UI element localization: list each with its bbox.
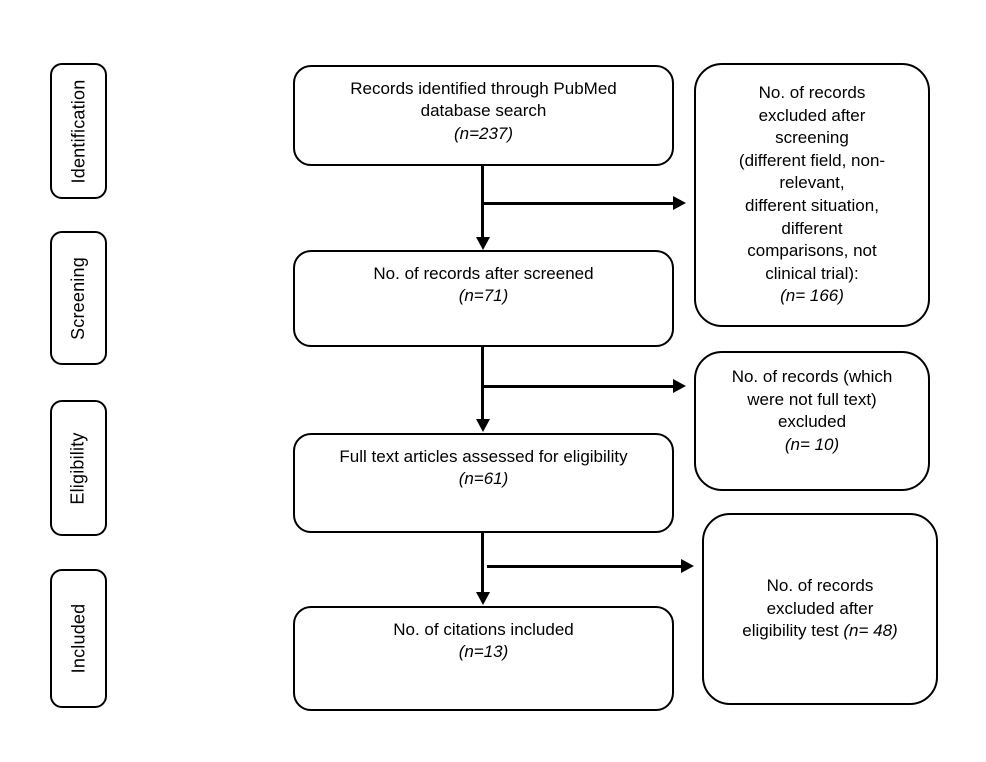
connector-to-not-fulltext-exclusions-line xyxy=(483,385,675,388)
connector-identified-to-screened-line xyxy=(481,166,484,238)
exclusion-box-screening-count: (n= 166) xyxy=(780,286,844,306)
connector-to-eligibility-exclusions-arrowhead-icon xyxy=(681,559,694,573)
exclusion-box-screening: No. of records excluded after screening … xyxy=(694,63,930,327)
stage-box-eligibility: Eligibility xyxy=(50,400,107,536)
connector-to-screening-exclusions-arrowhead-icon xyxy=(673,196,686,210)
stage-label-screening: Screening xyxy=(68,256,89,340)
exclusion-box-eligibility-test-label: No. of records excluded after eligibilit… xyxy=(742,575,897,643)
flow-box-records-screened: No. of records after screened (n=71) xyxy=(293,250,674,347)
flow-box-citations-included-label: No. of citations included xyxy=(393,620,574,639)
connector-screened-to-fulltext-line xyxy=(481,347,484,420)
exclusion-box-eligibility-test-count: (n= 48) xyxy=(843,621,898,641)
flow-box-records-identified-count: (n=237) xyxy=(453,123,514,143)
connector-to-screening-exclusions-line xyxy=(483,202,675,205)
stage-label-identification: Identification xyxy=(68,79,88,183)
stage-box-identification: Identification xyxy=(50,63,107,199)
flow-box-records-screened-label: No. of records after screened xyxy=(373,264,594,283)
exclusion-box-not-fulltext-count: (n= 10) xyxy=(784,434,840,454)
flow-box-fulltext-assessed-label: Full text articles assessed for eligibil… xyxy=(339,447,628,466)
connector-screened-to-fulltext-arrowhead-icon xyxy=(476,419,490,432)
stage-label-eligibility: Eligibility xyxy=(68,431,89,505)
exclusion-box-screening-label: No. of records excluded after screening … xyxy=(738,82,886,283)
exclusion-box-not-fulltext-label: No. of records (which were not full text… xyxy=(731,367,893,432)
flow-box-records-identified: Records identified through PubMed databa… xyxy=(293,65,674,166)
exclusion-box-eligibility-test-text: No. of records excluded after eligibilit… xyxy=(742,576,874,641)
flow-box-records-identified-label: Records identified through PubMed databa… xyxy=(350,79,617,121)
flow-box-fulltext-assessed-count: (n=61) xyxy=(458,469,509,489)
connector-to-not-fulltext-exclusions-arrowhead-icon xyxy=(673,379,686,393)
connector-identified-to-screened-arrowhead-icon xyxy=(476,237,490,250)
connector-fulltext-to-included-line xyxy=(481,533,484,593)
flow-box-records-screened-count: (n=71) xyxy=(458,286,509,306)
connector-fulltext-to-included-arrowhead-icon xyxy=(476,592,490,605)
flow-box-citations-included: No. of citations included (n=13) xyxy=(293,606,674,711)
flow-box-citations-included-count: (n=13) xyxy=(458,642,509,662)
flow-box-fulltext-assessed: Full text articles assessed for eligibil… xyxy=(293,433,674,533)
stage-box-included: Included xyxy=(50,569,107,708)
exclusion-box-not-fulltext: No. of records (which were not full text… xyxy=(694,351,930,491)
stage-box-screening: Screening xyxy=(50,231,107,365)
stage-label-included: Included xyxy=(68,603,88,674)
connector-to-eligibility-exclusions-line xyxy=(487,565,683,568)
exclusion-box-eligibility-test: No. of records excluded after eligibilit… xyxy=(702,513,938,705)
